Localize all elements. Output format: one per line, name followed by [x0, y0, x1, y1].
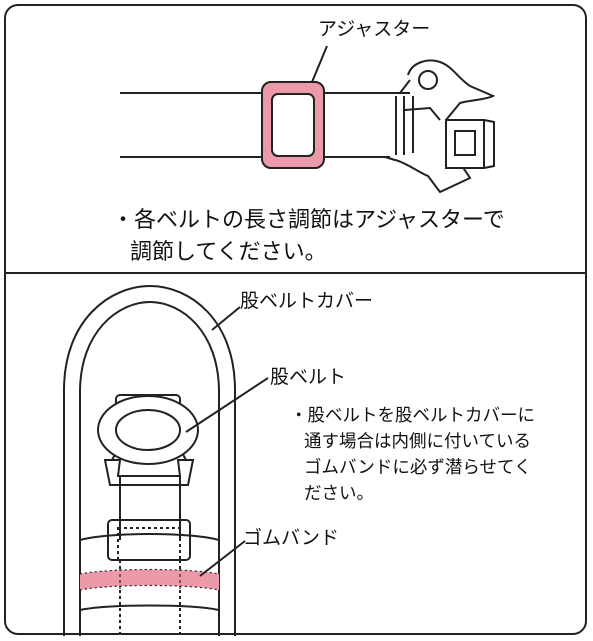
top-note-line1: ・各ベルトの長さ調節はアジャスターで: [112, 208, 505, 233]
belt-label: 股ベルト: [270, 366, 347, 388]
bottom-note-line1: ・股ベルトを股ベルトカバーに: [290, 406, 535, 426]
band-leader: [199, 540, 246, 577]
panel-divider: [4, 272, 587, 274]
adjuster-label: アジャスター: [318, 18, 431, 40]
bottom-note-line3: ゴムバンドに必ず潜らせてく: [304, 458, 532, 478]
rubber-band-graphic: [79, 568, 220, 591]
adjuster-leader: [311, 45, 328, 83]
cover-leader: [211, 306, 241, 331]
band-label: ゴムバンド: [243, 527, 339, 549]
top-belt-illustration: [120, 59, 496, 194]
crotch-belt-ring: [97, 395, 199, 465]
belt-leader: [185, 377, 269, 433]
bottom-note-line4: ださい。: [304, 484, 374, 504]
top-note-line2: 調節してください。: [130, 240, 327, 265]
cover-label: 股ベルトカバー: [240, 290, 374, 312]
bottom-note-line2: 通す場合は内側に付いている: [304, 432, 531, 452]
adjuster-graphic: [261, 81, 325, 169]
